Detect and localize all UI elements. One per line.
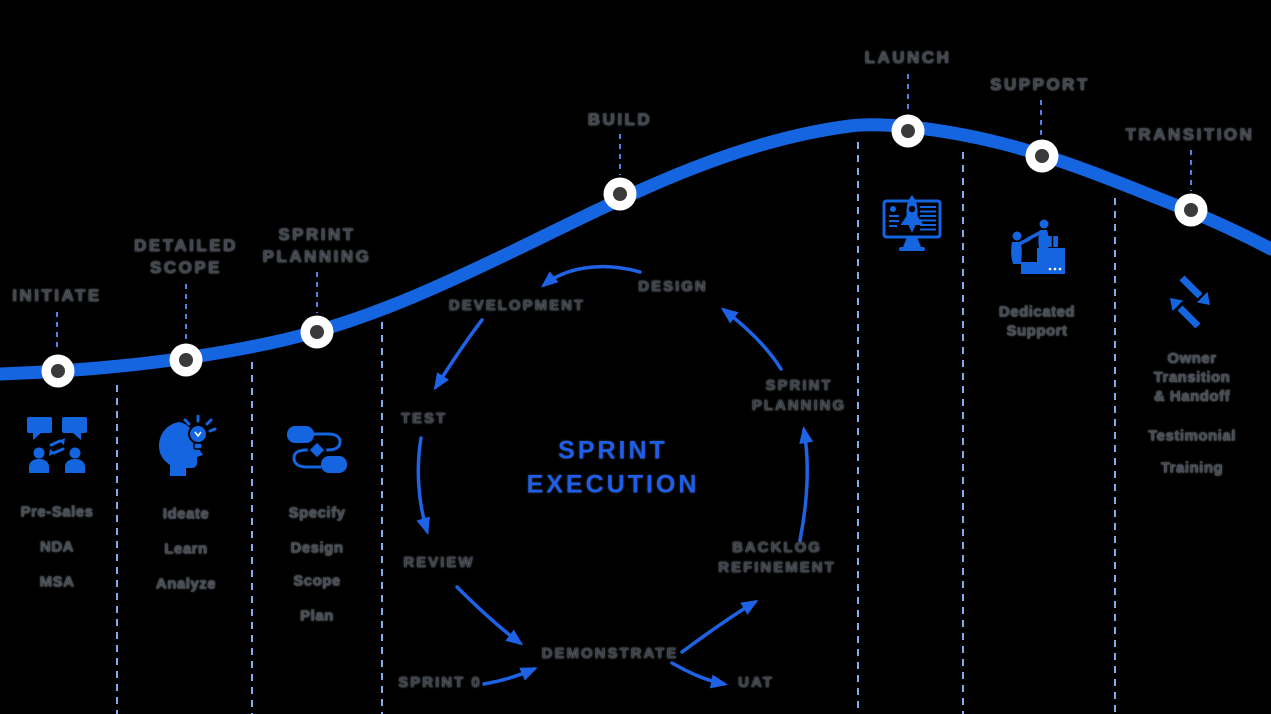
arrow-backlog-to-planning: [798, 426, 814, 542]
phase-label-launch: LAUNCH: [864, 47, 952, 67]
milestone-dot: [1025, 139, 1059, 173]
arrow-sprint0-to-demonstrate: [482, 667, 538, 686]
helping-hand-icon: [1011, 219, 1065, 274]
sprint-planning-item: Plan: [300, 607, 334, 625]
sprint-planning-item: Design: [290, 539, 344, 557]
swap-arrows-icon: [1170, 275, 1210, 329]
rocket-monitor-icon: [882, 195, 942, 251]
milestone-dot: [1174, 193, 1208, 227]
phase-label-transition: TRANSITION: [1125, 124, 1255, 144]
arrow-development-to-test: [433, 318, 484, 391]
detailed-scope-item: Analyze: [155, 575, 217, 593]
milestone-dot: [300, 315, 334, 349]
initiate-item: MSA: [39, 573, 75, 591]
milestone-dots: [41, 114, 1208, 388]
arrow-demonstrate-to-uat: [670, 661, 728, 689]
arrow-review-to-demonstrate: [455, 585, 524, 646]
support-caption: Dedicated Support: [998, 303, 1076, 339]
milestone-dot: [169, 343, 203, 377]
transition-item: Training: [1160, 459, 1224, 477]
cycle-node-uat: UAT: [738, 673, 774, 691]
cycle-node-sprint-planning: SPRINT PLANNING: [751, 376, 847, 414]
cycle-node-test: TEST: [400, 409, 448, 427]
cycle-node-sprint-zero: SPRINT 0: [398, 673, 482, 691]
phase-label-detailed-scope: DETAILED SCOPE: [134, 235, 238, 277]
arrow-planning-to-design: [720, 307, 783, 371]
transition-item: Owner Transition & Handoff: [1153, 349, 1231, 405]
cycle-node-design: DESIGN: [638, 277, 708, 295]
transition-item: Testimonial: [1148, 427, 1236, 445]
phase-label-sprint-planning: SPRINT PLANNING: [262, 224, 372, 266]
timeline-curve: [0, 118, 1271, 381]
phase-label-initiate: INITIATE: [12, 285, 102, 305]
milestone-dot: [41, 354, 75, 388]
discussion-icon: [27, 417, 87, 473]
detailed-scope-item: Learn: [164, 540, 208, 558]
initiate-item: Pre-Sales: [20, 503, 94, 521]
workflow-icon: [287, 426, 347, 473]
sprint-planning-item: Specify: [288, 504, 346, 522]
milestone-dot: [891, 114, 925, 148]
cycle-node-development: DEVELOPMENT: [448, 296, 586, 314]
cycle-node-demonstrate: DEMONSTRATE: [541, 644, 679, 662]
phase-label-support: SUPPORT: [990, 74, 1090, 94]
arrow-demonstrate-to-backlog: [680, 599, 759, 654]
cycle-title: SPRINT EXECUTION: [526, 436, 700, 498]
arrow-design-to-development: [540, 265, 642, 288]
milestone-dot: [603, 177, 637, 211]
detailed-scope-item: Ideate: [162, 505, 210, 523]
phase-connector-lines: [56, 74, 1192, 352]
column-separator-lines: [116, 142, 1116, 714]
cycle-node-review: REVIEW: [403, 553, 475, 571]
cycle-node-backlog-refinement: BACKLOG REFINEMENT: [718, 538, 836, 576]
initiate-item: NDA: [40, 538, 74, 556]
phase-label-build: BUILD: [587, 109, 653, 129]
arrow-test-to-review: [416, 436, 430, 535]
sprint-planning-item: Scope: [293, 572, 341, 590]
ideation-icon: [159, 415, 217, 476]
cycle-arrows: [416, 265, 814, 689]
